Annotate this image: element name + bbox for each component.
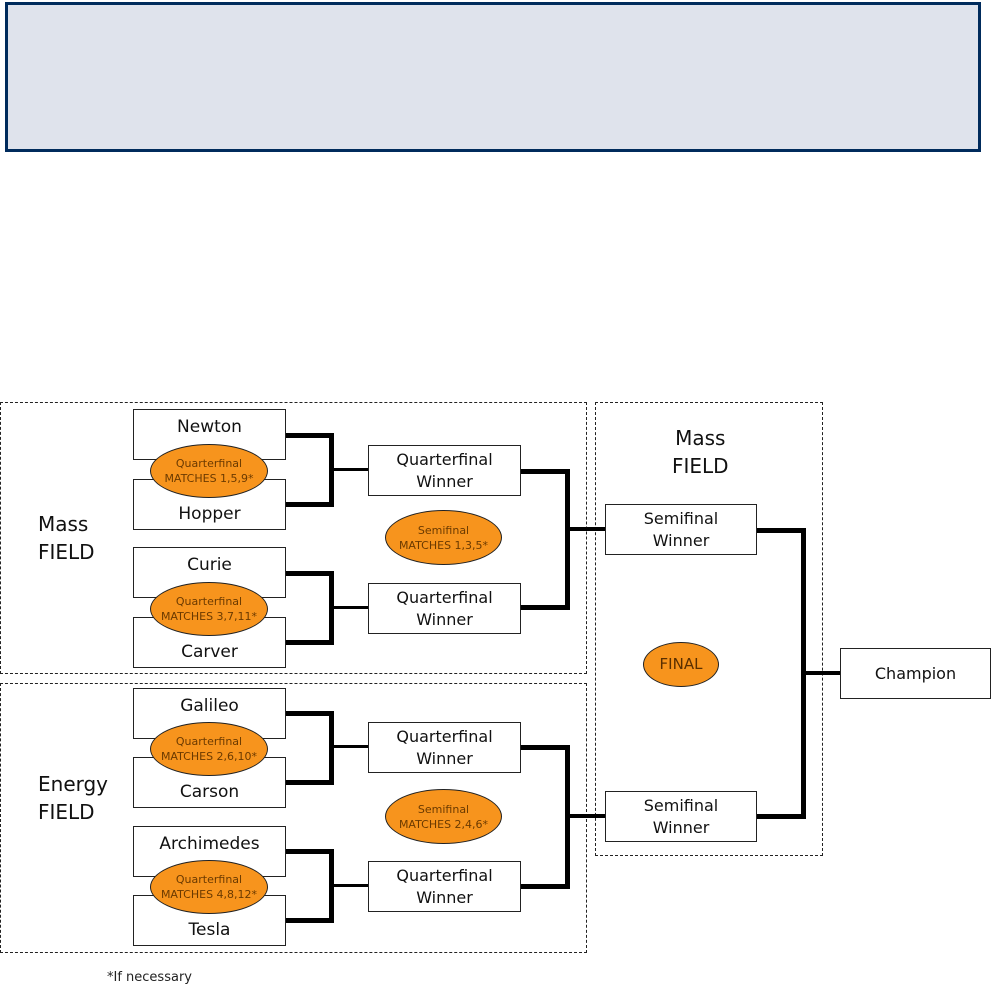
bracket-line <box>520 469 570 474</box>
bracket-line <box>565 527 606 531</box>
final-match-badge: FINAL <box>643 642 719 687</box>
box-line: Winner <box>416 748 473 768</box>
box-line: Quarterfinal <box>396 587 493 607</box>
field-label-energy: Energy FIELD <box>38 770 108 826</box>
match-title: Semifinal <box>417 523 470 537</box>
match-numbers: MATCHES 1,3,5* <box>398 538 489 552</box>
mass-field-region <box>0 402 587 674</box>
box-line: Winner <box>652 530 710 550</box>
bracket-line <box>520 745 570 750</box>
match-numbers: MATCHES 3,7,11* <box>160 610 258 623</box>
team-name: Hopper <box>178 504 241 524</box>
box-line: Quarterfinal <box>396 449 493 469</box>
field-label-line: Mass <box>675 426 726 450</box>
team-box-tesla: Tesla <box>133 895 286 946</box>
bracket-line <box>285 502 334 507</box>
match-title: Quarterfinal <box>175 457 243 470</box>
bracket-line <box>285 780 334 785</box>
field-label-mass: Mass FIELD <box>38 510 95 566</box>
footnote: *If necessary <box>107 970 192 985</box>
match-title: Quarterfinal <box>175 873 243 886</box>
bracket-line <box>285 433 334 438</box>
field-label-line: FIELD <box>38 800 95 824</box>
semifinal-match-badge: Semifinal MATCHES 2,4,6* <box>385 789 502 844</box>
header-banner <box>5 2 981 152</box>
energy-field-region <box>0 683 587 953</box>
team-name: Archimedes <box>159 834 260 854</box>
field-label-line: FIELD <box>38 540 95 564</box>
bracket-line <box>801 671 841 675</box>
box-line: Semifinal <box>643 508 719 528</box>
bracket-line <box>565 469 570 610</box>
bracket-line <box>285 640 334 645</box>
match-numbers: MATCHES 4,8,12* <box>160 888 258 901</box>
bracket-line <box>329 468 369 471</box>
bracket-line <box>329 884 369 887</box>
semifinal-match-badge: Semifinal MATCHES 1,3,5* <box>385 510 502 565</box>
bracket-line <box>329 606 369 609</box>
bracket-line <box>329 745 369 748</box>
match-numbers: MATCHES 1,5,9* <box>164 472 254 485</box>
field-label-final-mass: Mass FIELD <box>672 424 729 480</box>
box-line: Winner <box>416 887 473 907</box>
field-label-line: FIELD <box>672 454 729 478</box>
bracket-line <box>285 918 334 923</box>
bracket-line <box>756 528 806 533</box>
match-title: Quarterfinal <box>175 735 243 748</box>
bracket-line <box>565 814 606 818</box>
box-line: Quarterfinal <box>396 865 493 885</box>
team-name: Newton <box>177 417 242 437</box>
box-line: Winner <box>416 609 473 629</box>
champion-label: Champion <box>874 663 957 683</box>
team-name: Galileo <box>180 696 239 716</box>
quarterfinal-match-badge: Quarterfinal MATCHES 1,5,9* <box>150 444 268 498</box>
bracket-line <box>520 605 570 610</box>
team-box-newton: Newton <box>133 409 286 460</box>
field-label-line: Energy <box>38 772 109 796</box>
quarterfinal-match-badge: Quarterfinal MATCHES 4,8,12* <box>150 860 268 914</box>
team-name: Carver <box>181 642 238 662</box>
team-name: Carson <box>179 782 240 802</box>
quarterfinal-match-badge: Quarterfinal MATCHES 2,6,10* <box>150 722 268 776</box>
champion-box: Champion <box>840 648 991 699</box>
bracket-line <box>285 711 334 716</box>
match-title: Quarterfinal <box>175 595 243 608</box>
field-label-line: Mass <box>38 512 89 536</box>
bracket-line <box>520 884 570 889</box>
box-line: Winner <box>652 817 710 837</box>
bracket-line <box>285 849 334 854</box>
box-line: Winner <box>416 471 473 491</box>
box-line: Semifinal <box>643 795 719 815</box>
bracket-line <box>329 711 334 785</box>
team-name: Tesla <box>188 920 231 940</box>
match-numbers: MATCHES 2,4,6* <box>398 817 489 831</box>
quarterfinal-match-badge: Quarterfinal MATCHES 3,7,11* <box>150 582 268 636</box>
bracket-line <box>756 814 806 819</box>
match-numbers: MATCHES 2,6,10* <box>160 750 258 763</box>
team-name: Curie <box>187 555 232 575</box>
final-label: FINAL <box>659 655 703 673</box>
final-field-region <box>595 402 823 856</box>
box-line: Quarterfinal <box>396 726 493 746</box>
match-title: Semifinal <box>417 802 470 816</box>
bracket-line <box>285 571 334 576</box>
